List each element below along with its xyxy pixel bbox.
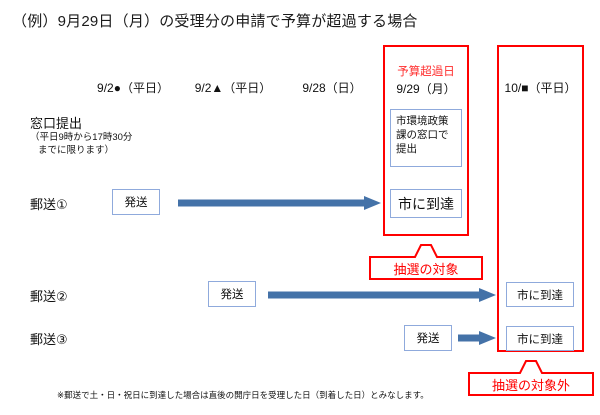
row-label-mail-1: 郵送① [30,197,68,212]
mail-2-arrow [268,288,496,302]
date-header-col4: 9/29（月） [396,82,456,96]
mail-1-arrow [178,196,381,210]
callout-not-eligible-for-lottery: 抽選の対象外 [467,359,595,397]
mail-3-arrive-box: 市に到達 [506,326,574,351]
row-note-counter-line2: までに限ります） [38,145,115,156]
mail-3-send-box: 発送 [404,325,452,351]
row-label-counter-submission: 窓口提出 [30,116,83,131]
mail-2-send-box: 発送 [208,281,256,307]
mail-1-send-box: 発送 [112,189,160,215]
red-column-frame-next-business-day [497,45,584,352]
date-header-col2: 9/2▲（平日） [194,81,272,95]
footnote: ※郵送で土・日・祝日に到達した場合は直後の開庁日を受理した日（到着した日）とみな… [57,390,429,400]
red-column-frame-budget-exceeded-day [383,45,469,236]
mail-1-arrive-box: 市に到達 [390,189,462,218]
callout-not-eligible-text: 抽選の対象外 [491,378,570,393]
callout-eligible-text: 抽選の対象 [393,262,459,277]
date-header-col3: 9/28（日） [302,81,362,95]
page-title: （例）9月29日（月）の受理分の申請で予算が超過する場合 [12,13,418,30]
date-header-col5: 10/■（平日） [504,81,577,95]
callout-eligible-for-lottery: 抽選の対象 [368,243,484,281]
date-header-col1: 9/2●（平日） [97,81,169,95]
counter-submission-box: 市環境政策課の窓口で提出 [390,109,462,167]
row-label-mail-2: 郵送② [30,289,68,304]
row-label-mail-3: 郵送③ [30,332,68,347]
mail-3-arrow [458,331,496,345]
mail-2-arrive-box: 市に到達 [506,282,574,307]
budget-exceeded-label: 予算超過日 [397,66,455,78]
row-note-counter-line1: （平日9時から17時30分 [30,132,133,143]
